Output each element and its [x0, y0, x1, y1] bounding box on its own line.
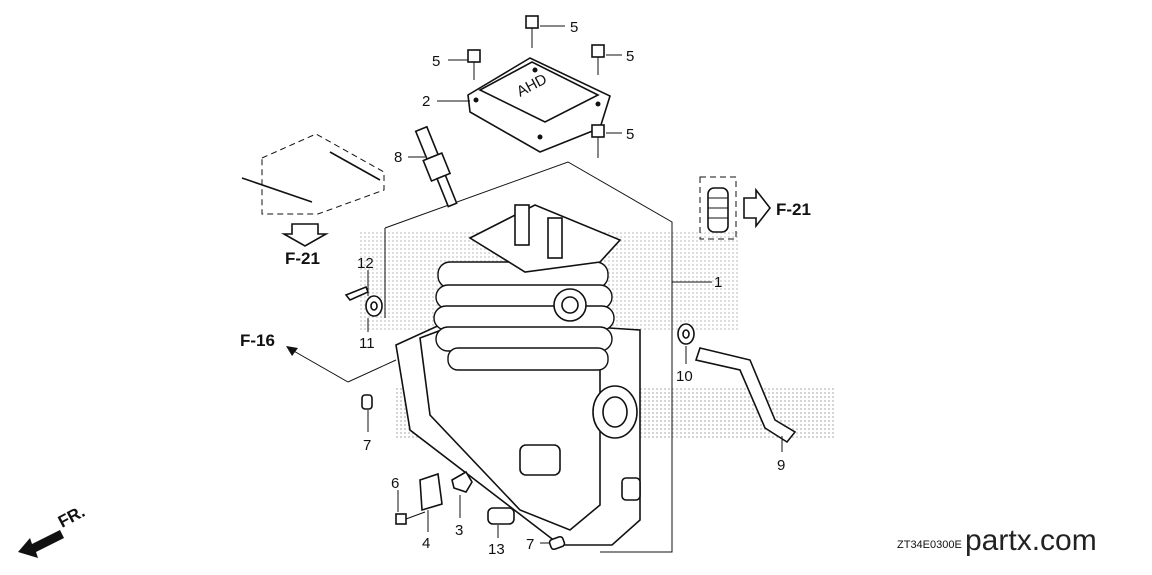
- watermark-text: partx.com: [965, 524, 1097, 557]
- callout-5-left: 5: [432, 53, 440, 70]
- callout-7-left: 7: [363, 437, 371, 454]
- callout-5-right: 5: [626, 48, 634, 65]
- front-arrow-icon: FR.: [18, 502, 88, 558]
- callout-4: 4: [422, 535, 430, 552]
- callout-5-lower: 5: [626, 126, 634, 143]
- ref-f21-left[interactable]: F-21: [285, 249, 320, 268]
- leader-lines: [367, 25, 783, 544]
- callout-1: 1: [714, 274, 722, 291]
- direction-label: FR.: [55, 502, 88, 532]
- callout-8: 8: [394, 149, 402, 166]
- ref-f16[interactable]: F-16: [240, 331, 275, 350]
- diagram-code: ZT34E0300E: [897, 539, 962, 551]
- callout-11: 11: [359, 335, 375, 352]
- bolt-part: [467, 15, 605, 158]
- spark-plug-part: [414, 125, 458, 208]
- callout-6: 6: [391, 475, 399, 492]
- cylinder-block-part: [395, 204, 641, 546]
- callout-10: 10: [676, 368, 693, 385]
- ref-f21-right[interactable]: F-21: [776, 200, 811, 219]
- callout-13: 13: [488, 541, 505, 558]
- callout-labels: 1 2 3 4 5 5 5 5 6 7 7 8 9 10 11 12 13: [357, 19, 785, 558]
- callout-7-bottom: 7: [526, 536, 534, 553]
- stud-kit-box: [241, 133, 385, 247]
- callout-12: 12: [357, 255, 374, 272]
- f16-leader: [286, 346, 397, 383]
- callout-5-top: 5: [570, 19, 578, 36]
- small-parts: [344, 285, 797, 551]
- callout-3: 3: [455, 522, 463, 539]
- callout-2: 2: [422, 93, 430, 110]
- cover-kit-box: [699, 176, 772, 240]
- callout-9: 9: [777, 457, 785, 474]
- head-cover-part: AHD: [467, 57, 611, 153]
